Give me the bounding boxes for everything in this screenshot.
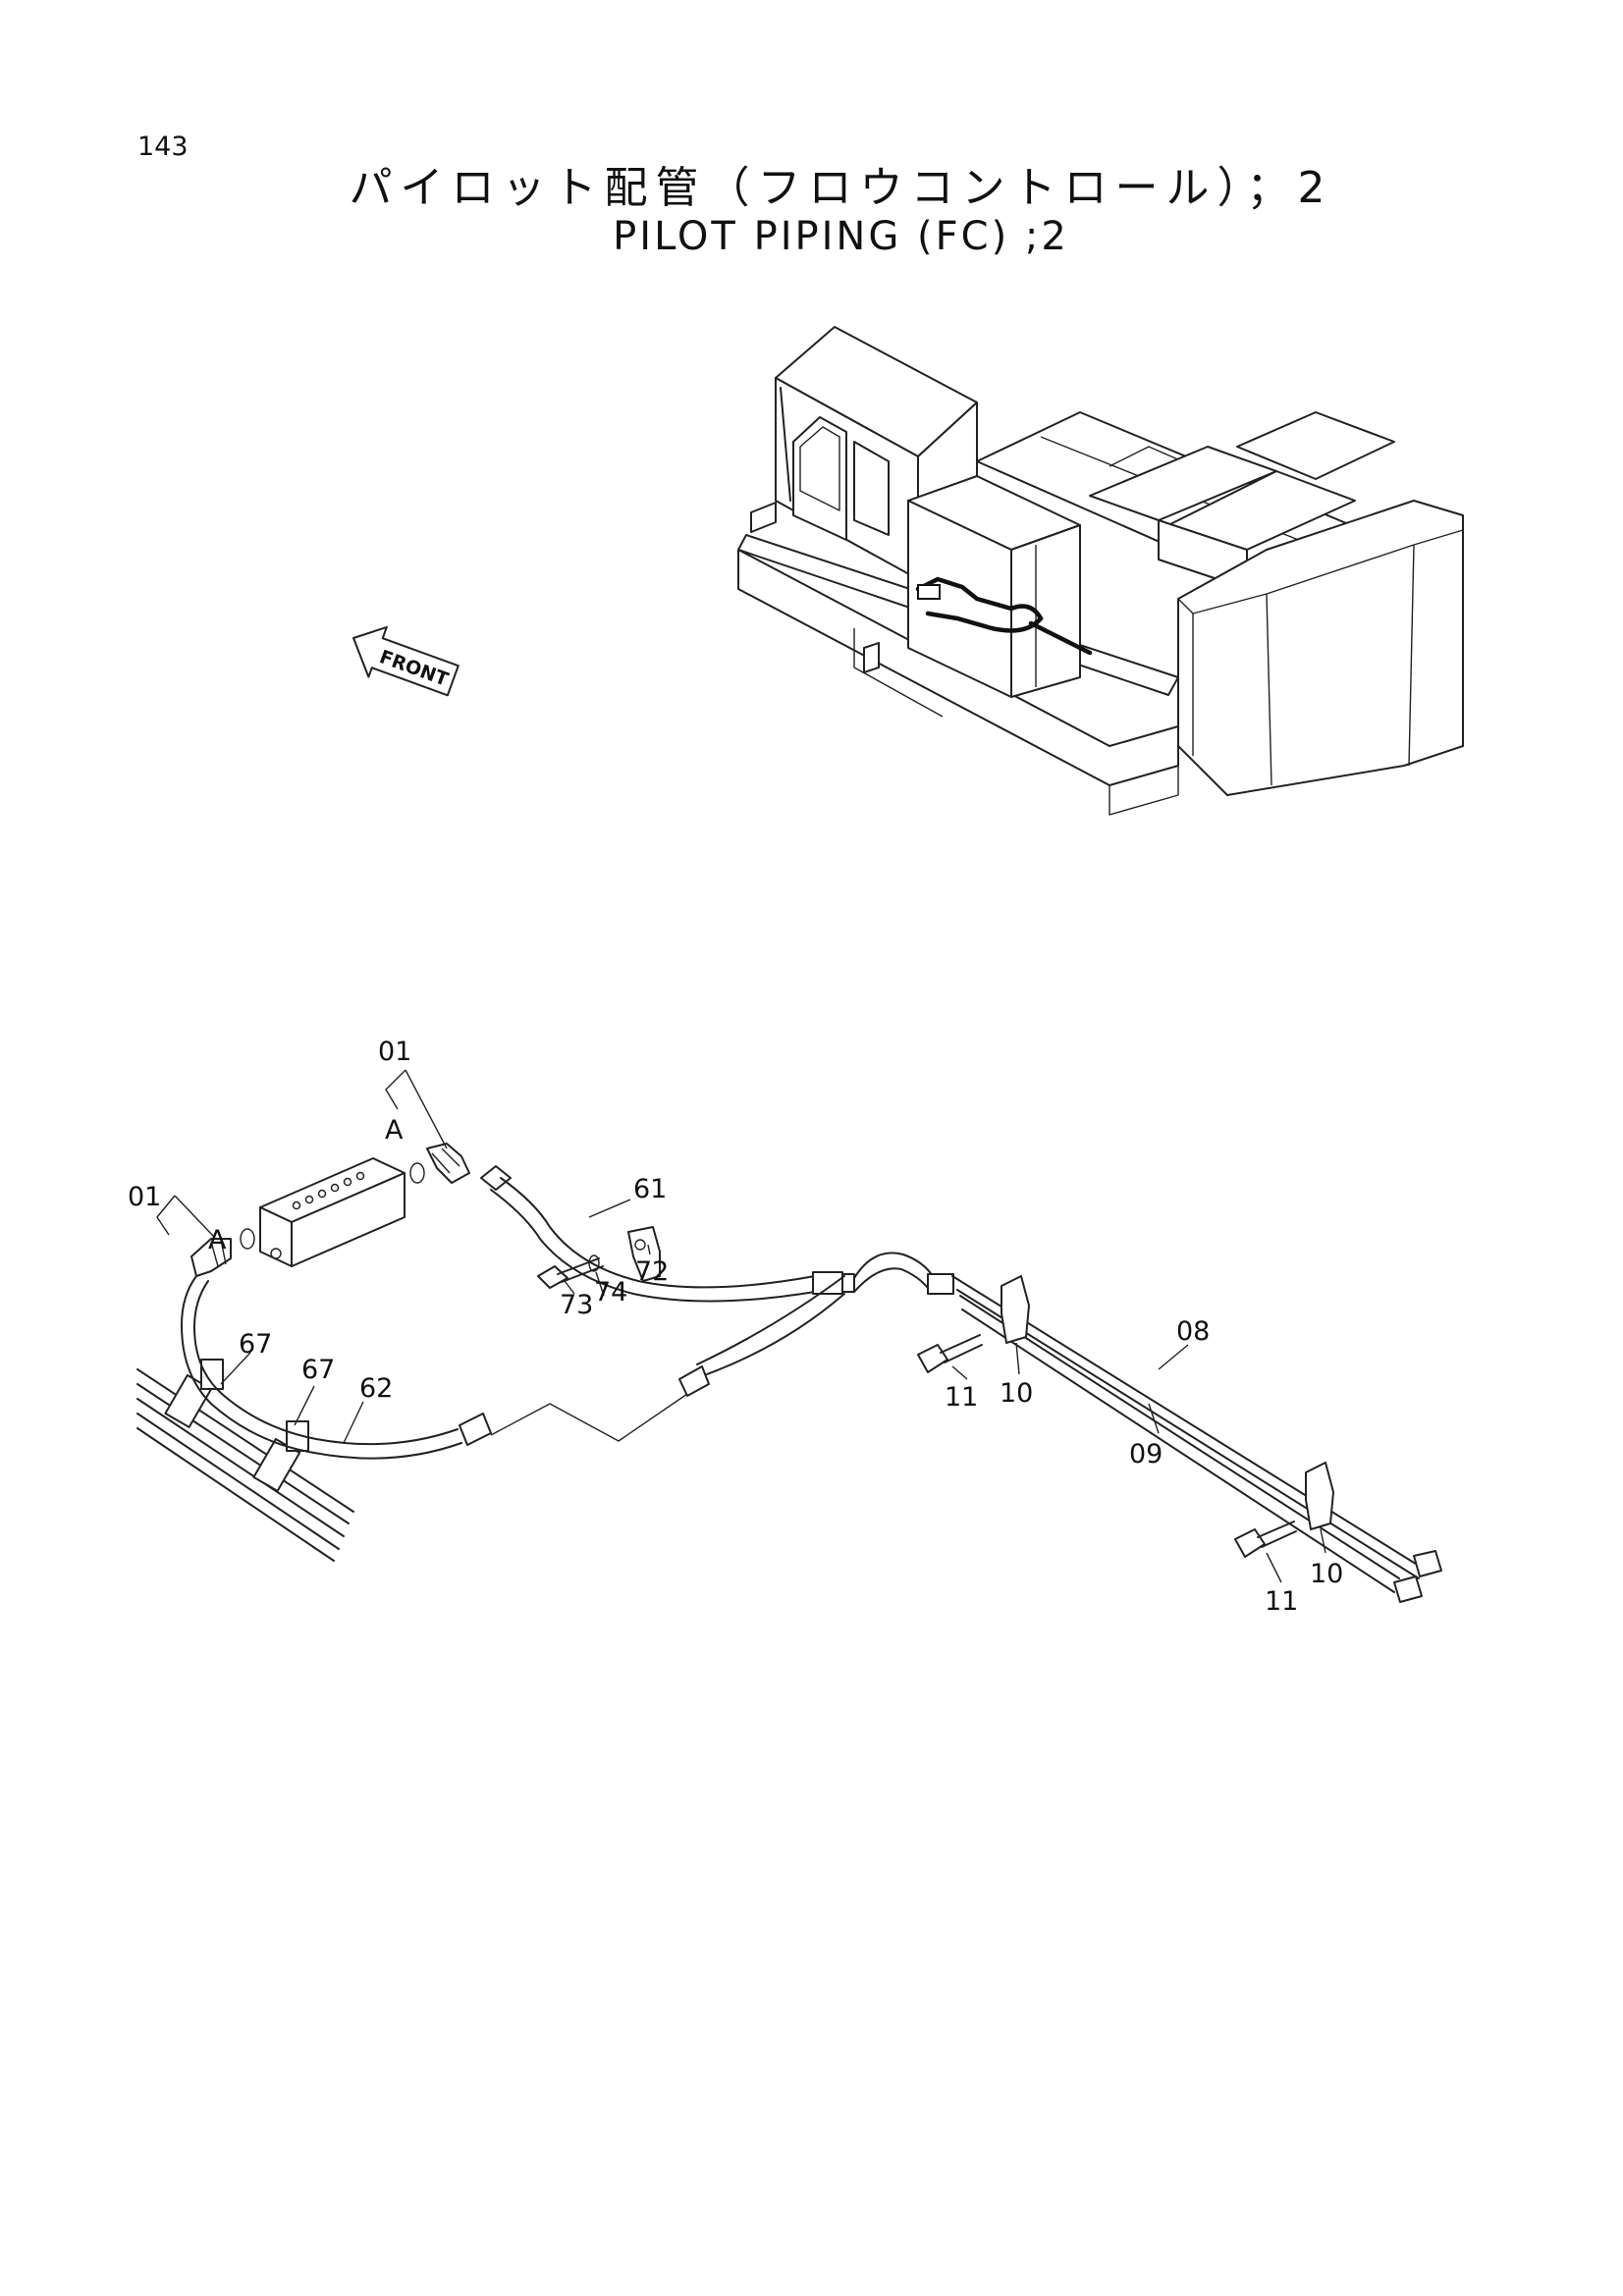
leader-lines <box>156 1069 1326 1583</box>
title-english: PILOT PIPING (FC) ;2 <box>613 214 1069 259</box>
callout-67a: 67 <box>239 1329 272 1360</box>
callout-09: 09 <box>1129 1439 1163 1469</box>
bolt-11b <box>1234 1521 1297 1558</box>
callout-a-top: A <box>385 1115 404 1146</box>
washer-74 <box>588 1255 600 1272</box>
callout-67b: 67 <box>301 1355 335 1385</box>
cab-door <box>792 416 847 541</box>
clamp-72 <box>627 1226 661 1282</box>
side-tab <box>750 502 777 533</box>
callout-a-left: A <box>208 1225 227 1255</box>
callout-10a: 10 <box>1000 1378 1033 1409</box>
pipes-08-09 <box>951 1275 1420 1593</box>
pipe-end-fittings <box>1393 1550 1442 1603</box>
elbow-fitting-01-top <box>426 1143 470 1184</box>
lower-fitting <box>678 1365 710 1397</box>
callout-10b: 10 <box>1310 1559 1343 1589</box>
clamp-10b <box>1305 1462 1334 1530</box>
hose-joint-fitting <box>812 1271 855 1295</box>
bolt-73 <box>537 1257 604 1289</box>
callout-08: 08 <box>1176 1316 1210 1347</box>
callout-62: 62 <box>359 1373 393 1404</box>
callout-01-top: 01 <box>378 1037 411 1067</box>
callout-11b: 11 <box>1265 1586 1298 1617</box>
pilot-manifold-block <box>259 1157 406 1267</box>
clamp-67a <box>164 1359 224 1428</box>
title-japanese: パイロット配管（フロウコントロール）；2 <box>349 163 1333 213</box>
clamp-67b <box>252 1420 309 1492</box>
callout-74: 74 <box>594 1277 627 1308</box>
pilot-piping-detail <box>136 1069 1442 1603</box>
callout-61: 61 <box>633 1174 667 1204</box>
hose-61 <box>480 1165 816 1303</box>
step-box <box>863 642 880 673</box>
hose-end-fitting-right <box>927 1273 954 1295</box>
front-direction-arrow: FRONT <box>352 625 460 697</box>
front-arrow-icon <box>352 625 460 697</box>
hose-upper-right <box>696 1252 934 1375</box>
counterweight <box>1177 500 1464 796</box>
pilot-hose-overview <box>915 576 1044 633</box>
page-number: 143 <box>137 132 189 162</box>
o-ring-top <box>409 1162 425 1184</box>
callout-73: 73 <box>560 1290 593 1320</box>
machine-overview <box>737 326 1464 816</box>
cab-window <box>853 441 890 536</box>
hose-break-line <box>490 1393 688 1442</box>
hose-62 <box>181 1275 492 1460</box>
valve-box-front <box>1010 524 1081 698</box>
callout-01-left: 01 <box>128 1182 161 1212</box>
o-ring-left <box>240 1228 255 1250</box>
clamp-10a <box>1001 1275 1030 1344</box>
callout-11a: 11 <box>945 1382 978 1413</box>
frame-rails <box>136 1368 354 1562</box>
callout-labels: 01 A 01 A 61 67 67 62 72 73 74 08 09 10 … <box>128 1037 1343 1617</box>
engine-cover-c <box>1236 411 1395 480</box>
callout-72: 72 <box>635 1256 669 1287</box>
bolt-11a <box>917 1334 983 1373</box>
